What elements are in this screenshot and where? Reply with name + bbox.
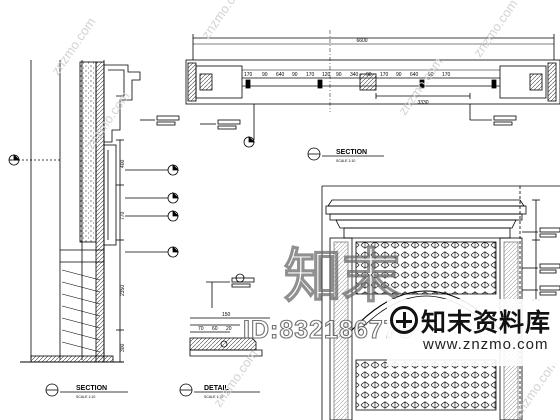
dim-label: 90 [262, 72, 268, 78]
level-marker-left [8, 154, 20, 166]
dim-label: 90 [292, 72, 298, 78]
left-dims: 400 770 2350 300 [120, 159, 126, 352]
brand-watermark-panel [387, 299, 560, 366]
dim-label: 2350 [120, 285, 126, 296]
dim-label: 120 [322, 72, 331, 78]
dim-label: 170 [442, 72, 451, 78]
svg-text:znzmo.com: znzmo.com [470, 0, 520, 60]
svg-text:znzmo.com: znzmo.com [198, 0, 248, 42]
dim-label: 60 [212, 326, 218, 332]
dim-label: 20 [226, 326, 232, 332]
watermark-cjk-logo: 知末 [284, 242, 400, 310]
dim-label: 640 [276, 72, 285, 78]
dim-label: 90 [428, 72, 434, 78]
callout-plan [200, 119, 255, 148]
section-scale-left: SCALE 1:10 [76, 395, 95, 399]
dim-total: 6600 [356, 38, 367, 44]
top-plan-dims: 6600 3330 170 90 640 90 170 120 90 340 9… [244, 38, 451, 106]
dim-label: 300 [120, 343, 126, 352]
dim-label: 170 [380, 72, 389, 78]
dim-label: 90 [366, 72, 372, 78]
detail-dims: 150 70 60 20 [198, 312, 232, 332]
detail-view [189, 273, 270, 357]
detail-title-text: DETAIL [204, 385, 229, 392]
brand-url: www.znzmo.com [423, 336, 549, 353]
dim-label: 640 [410, 72, 419, 78]
dim-label: 150 [222, 312, 231, 318]
dim-label: 70 [198, 326, 204, 332]
section-title-left-text: SECTION [76, 385, 107, 392]
brand-logo-icon [390, 306, 418, 334]
dim-label: 170 [306, 72, 315, 78]
dim-label: 770 [120, 211, 126, 220]
dim-label: 340 [350, 72, 359, 78]
section-title-left [45, 383, 128, 397]
dim-label: 170 [244, 72, 253, 78]
watermark-id: ID:832186776 [243, 316, 413, 344]
brand-name: 知末资料库 [421, 308, 552, 337]
dim-label: 90 [396, 72, 402, 78]
elevation-view [321, 185, 560, 420]
dim-label: 400 [120, 159, 126, 168]
top-plan-view [185, 30, 560, 140]
dim-label: 90 [336, 72, 342, 78]
section-title-top [307, 147, 384, 161]
detail-title [179, 383, 260, 397]
dim-sub: 3330 [417, 100, 428, 106]
callout-markers [125, 115, 180, 258]
left-section-view [10, 60, 141, 363]
detail-scale: SCALE 1:10 [204, 395, 223, 399]
section-scale-top: SCALE 1:10 [336, 159, 355, 163]
section-title-top-text: SECTION [336, 149, 367, 156]
